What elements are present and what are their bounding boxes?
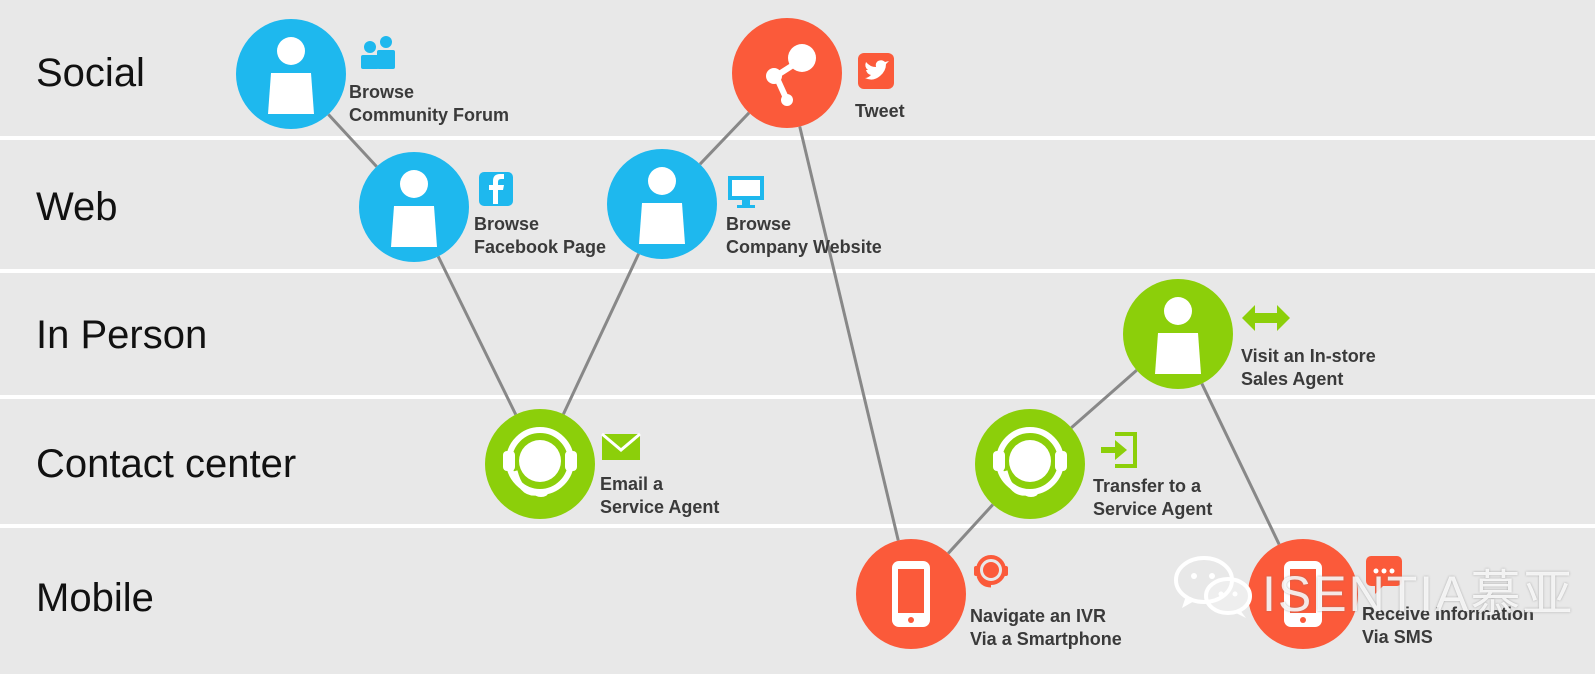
step-label-transfer: Transfer to a Service Agent xyxy=(1093,475,1212,521)
step-label-line2: Service Agent xyxy=(1093,499,1213,519)
share-icon xyxy=(766,44,816,106)
step-label-line1: Transfer to a xyxy=(1093,476,1202,496)
connector-ivr-transfer xyxy=(947,503,994,555)
headset-icon xyxy=(503,427,577,497)
step-node-facebook xyxy=(359,152,469,262)
person-icon xyxy=(639,167,685,244)
step-node-instore xyxy=(1123,279,1233,389)
person-icon xyxy=(268,37,314,114)
connector-instore-sms xyxy=(1200,382,1281,546)
headset-icon xyxy=(971,552,1011,592)
watermark: ISENTIA慕亚 xyxy=(1170,552,1572,622)
step-label-line2: Facebook Page xyxy=(474,237,607,257)
person-icon xyxy=(1155,297,1201,374)
lane-label-web: Web xyxy=(36,185,118,229)
step-label-ivr: Navigate an IVR Via a Smartphone xyxy=(970,605,1122,651)
chat-icon xyxy=(1365,555,1405,595)
lane-label-in-person: In Person xyxy=(36,313,208,357)
smartphone-icon xyxy=(1284,561,1322,627)
lane-label-mobile: Mobile xyxy=(36,576,154,620)
twitter-icon xyxy=(857,52,897,92)
lane-contact-center: Contact center xyxy=(0,399,1595,524)
step-label-email: Email a Service Agent xyxy=(600,473,719,519)
step-node-tweet xyxy=(732,18,842,128)
step-node-transfer xyxy=(975,409,1085,519)
lane-label-social: Social xyxy=(36,51,145,95)
connector-transfer-instore xyxy=(1070,369,1138,429)
connector-forum-facebook xyxy=(327,113,378,168)
group-icon xyxy=(358,35,398,75)
step-label-line1: Browse xyxy=(474,214,540,234)
wechat-icon xyxy=(1174,556,1252,618)
connector-website-tweet xyxy=(698,111,751,166)
step-label-line2: Community Forum xyxy=(349,105,509,125)
step-label-line1: Tweet xyxy=(855,101,905,121)
step-label-line1: Navigate an IVR xyxy=(970,606,1107,626)
smartphone-icon xyxy=(892,561,930,627)
step-label-tweet: Tweet xyxy=(855,100,905,123)
headset-icon xyxy=(993,427,1067,497)
step-label-line2: Via SMS xyxy=(1362,627,1433,647)
lane-label-contact-center: Contact center xyxy=(36,442,297,486)
lane-in-person: In Person xyxy=(0,273,1595,395)
step-node-email xyxy=(485,409,595,519)
person-icon xyxy=(391,170,437,247)
step-label-line2: Sales Agent xyxy=(1241,369,1344,389)
step-label-line1: Browse xyxy=(726,214,792,234)
connector-facebook-email xyxy=(436,255,518,416)
step-label-line1: Browse xyxy=(349,82,415,102)
envelope-icon xyxy=(601,428,641,468)
step-label-line1: Email a xyxy=(600,474,664,494)
facebook-icon xyxy=(477,170,517,210)
connector-tweet-ivr xyxy=(798,126,900,541)
connector-email-website xyxy=(562,253,640,415)
step-label-line2: Company Website xyxy=(726,237,882,257)
step-node-sms xyxy=(1248,539,1358,649)
transfer-icon xyxy=(1099,430,1139,470)
step-label-line2: Via a Smartphone xyxy=(970,629,1122,649)
step-label-line2: Service Agent xyxy=(600,497,720,517)
monitor-icon xyxy=(727,172,767,212)
watermark-text: ISENTIA慕亚 xyxy=(1262,566,1575,622)
lane-web: Web xyxy=(0,140,1595,269)
step-node-ivr xyxy=(856,539,966,649)
double-arrow-icon xyxy=(1240,298,1292,338)
step-label-line1: Receive Information xyxy=(1362,604,1535,624)
step-label-line1: Visit an In-store xyxy=(1241,346,1376,366)
step-node-forum xyxy=(236,19,346,129)
step-node-website xyxy=(607,149,717,259)
